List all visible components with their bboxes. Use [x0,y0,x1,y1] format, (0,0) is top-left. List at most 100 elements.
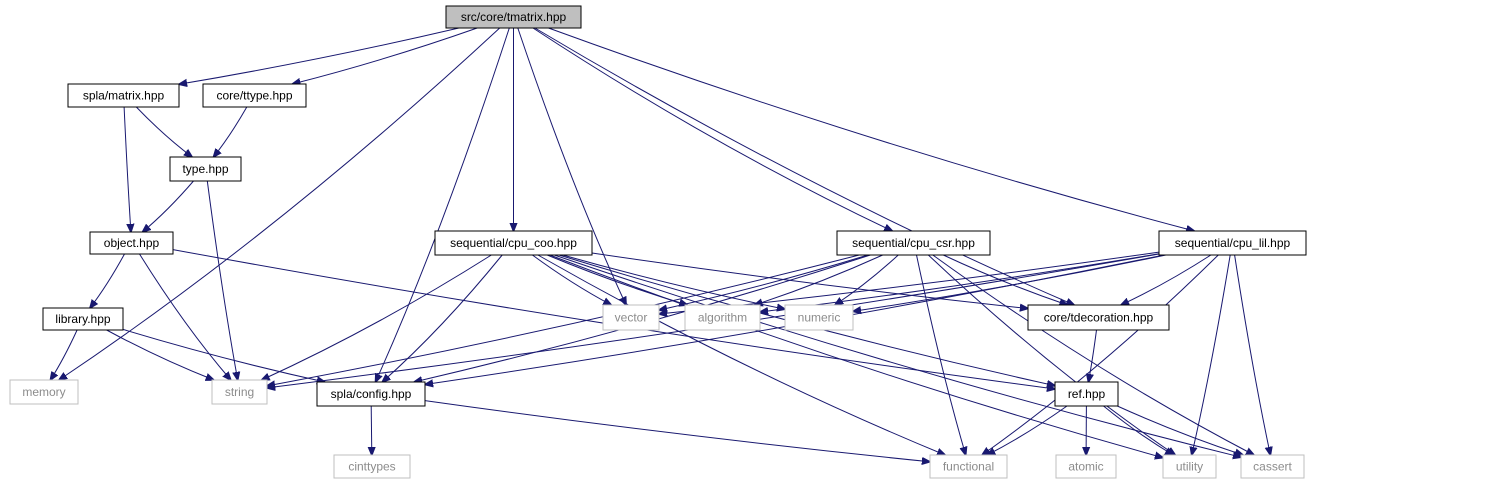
edge-csr-to-utility [927,254,1175,455]
node-object[interactable]: object.hpp [89,231,174,255]
node-box-splamatrix [67,83,180,108]
node-box-type [169,156,242,182]
nodes-layer: src/core/tmatrix.hpp spla/matrix.hpp core/… [9,5,1307,479]
edge-tmatrix-to-lil [548,27,1195,231]
node-box-string [211,379,268,405]
node-box-cassert [1240,454,1305,479]
node-lil[interactable]: sequential/cpu_lil.hpp [1158,230,1307,256]
node-box-object [89,231,174,255]
edge-config-to-functional [424,400,930,462]
node-label-config: spla/config.hpp [331,387,412,401]
node-box-ref [1054,381,1119,407]
edge-coo-to-algorithm [547,254,687,305]
edge-coo-to-cassert [554,254,1241,457]
node-label-library: library.hpp [55,312,110,326]
node-box-functional [929,454,1008,479]
edge-ttype-to-type [214,106,248,157]
edge-tmatrix-to-tdecoration [534,27,1074,305]
node-label-cassert: cassert [1253,460,1292,474]
node-box-coo [434,230,593,256]
node-box-csr [836,230,991,256]
node-label-ttype: core/ttype.hpp [216,89,292,103]
node-box-numeric [784,304,854,331]
edge-coo-to-vector [532,254,611,305]
node-functional: functional [929,454,1008,479]
node-label-coo: sequential/cpu_coo.hpp [450,236,577,250]
edge-splamatrix-to-type [135,106,192,157]
node-ttype[interactable]: core/ttype.hpp [202,83,307,108]
edge-tmatrix-to-config [376,27,510,382]
node-box-cinttypes [333,454,411,479]
node-label-lil: sequential/cpu_lil.hpp [1175,236,1291,250]
node-tdecoration[interactable]: core/tdecoration.hpp [1027,304,1170,331]
node-splamatrix[interactable]: spla/matrix.hpp [67,83,180,108]
edge-coo-to-config [382,254,503,382]
edge-lil-to-utility [1192,254,1231,455]
edge-ref-to-cassert [1117,405,1243,455]
node-label-object: object.hpp [104,236,160,250]
edge-object-to-string [139,253,231,380]
edge-csr-to-string [267,254,860,386]
edge-config-to-cinttypes [371,405,372,455]
node-tmatrix[interactable]: src/core/tmatrix.hpp [445,5,582,29]
node-box-config [316,381,426,407]
node-cinttypes: cinttypes [333,454,411,479]
edge-lil-to-cassert [1234,254,1271,455]
node-label-numeric: numeric [798,311,841,325]
node-string: string [211,379,268,405]
node-memory: memory [9,379,79,405]
node-box-atomic [1055,454,1117,479]
edge-splamatrix-to-object [123,106,131,232]
node-library[interactable]: library.hpp [42,307,124,331]
node-label-ref: ref.hpp [1068,387,1106,401]
edge-library-to-string [106,329,214,380]
edge-lil-to-functional [982,254,1219,455]
edge-ref-to-functional [987,405,1068,455]
edge-library-to-memory [50,329,78,380]
node-label-cinttypes: cinttypes [348,460,395,474]
node-numeric: numeric [784,304,854,331]
node-box-tdecoration [1027,304,1170,331]
node-box-ttype [202,83,307,108]
edge-type-to-string [206,180,237,380]
node-label-type: type.hpp [182,162,228,176]
edge-csr-to-vector [659,254,869,310]
node-box-tmatrix [445,5,582,29]
node-label-vector: vector [615,311,648,325]
edge-coo-to-tdecoration [591,252,1028,309]
edge-coo-to-string [262,254,492,380]
node-box-memory [9,379,79,405]
node-config[interactable]: spla/config.hpp [316,381,426,407]
edge-type-to-object [143,180,194,232]
node-csr[interactable]: sequential/cpu_csr.hpp [836,230,991,256]
node-ref[interactable]: ref.hpp [1054,381,1119,407]
node-label-atomic: atomic [1068,460,1103,474]
edge-tmatrix-to-csr [532,27,892,231]
edge-csr-to-functional [916,254,966,455]
node-label-memory: memory [22,385,65,399]
node-type[interactable]: type.hpp [169,156,242,182]
edge-tmatrix-to-ttype [292,27,478,84]
node-algorithm: algorithm [684,304,761,331]
node-utility: utility [1162,454,1217,479]
node-label-splamatrix: spla/matrix.hpp [83,89,165,103]
node-vector: vector [602,304,660,331]
edge-csr-to-numeric [835,254,899,305]
node-box-vector [602,304,660,331]
node-label-functional: functional [943,460,994,474]
edge-coo-to-functional [537,254,945,455]
edge-ref-to-utility [1103,405,1174,455]
edge-tmatrix-to-splamatrix [179,27,460,84]
node-coo[interactable]: sequential/cpu_coo.hpp [434,230,593,256]
node-label-utility: utility [1176,460,1203,474]
edge-csr-to-algorithm [755,254,883,305]
edge-tdecoration-to-ref [1088,329,1097,382]
node-box-utility [1162,454,1217,479]
node-cassert: cassert [1240,454,1305,479]
node-label-tdecoration: core/tdecoration.hpp [1044,311,1154,325]
edge-tmatrix-to-memory [59,27,501,380]
node-label-csr: sequential/cpu_csr.hpp [852,236,975,250]
node-box-library [42,307,124,331]
node-label-string: string [225,385,254,399]
